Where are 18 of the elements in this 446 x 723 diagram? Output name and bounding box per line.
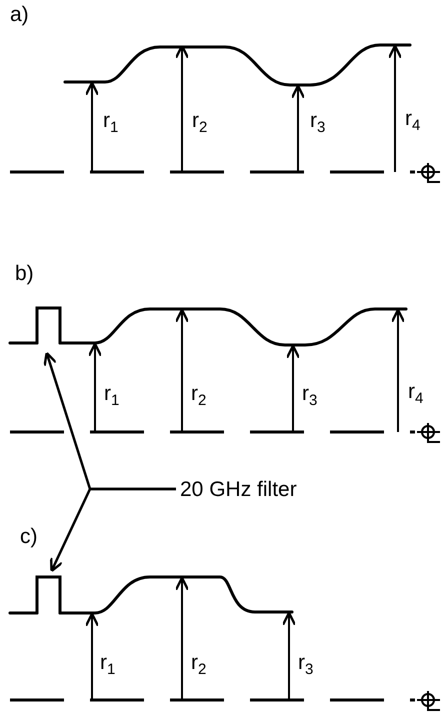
dimension-label: r$_{3}$ — [310, 110, 326, 136]
panel-label: a) — [10, 4, 29, 25]
dimension-label: r$_{1}$ — [104, 383, 120, 408]
dimension-label: r$_{2}$ — [191, 383, 206, 408]
panel-label: b) — [15, 263, 34, 284]
dimension-label: r$_{1}$ — [100, 652, 116, 678]
dimension-label: r$_{3}$ — [298, 652, 314, 678]
leader-line — [50, 488, 176, 572]
dimension-label: r$_{3}$ — [302, 383, 318, 408]
dimension-label: r$_{2}$ — [192, 110, 208, 136]
dimension-label: r$_{1}$ — [103, 110, 118, 136]
leader-label: 20 GHz filter — [180, 479, 297, 500]
panel-label: c) — [20, 526, 38, 547]
dimension-label: r$_{4}$ — [405, 108, 420, 134]
dimension-label: r$_{2}$ — [191, 652, 206, 678]
filter-step — [36, 306, 62, 344]
dimension-label: r$_{4}$ — [408, 381, 424, 406]
filter-step — [36, 576, 62, 614]
